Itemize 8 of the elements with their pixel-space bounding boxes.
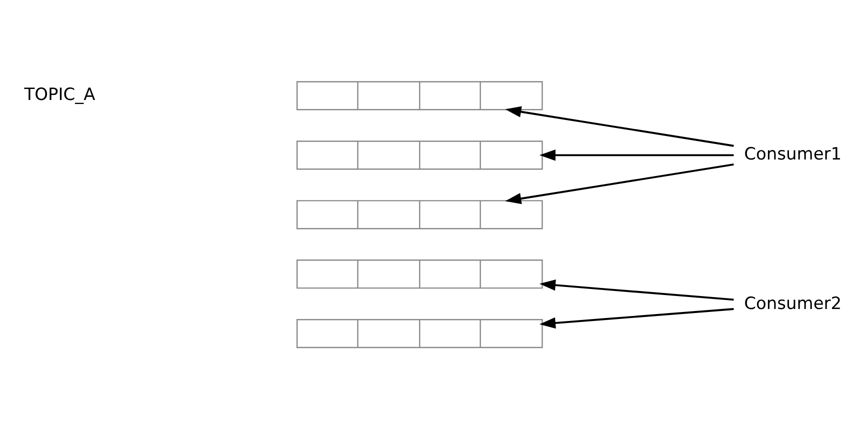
- node-text: Consumer2: [744, 294, 842, 314]
- arrow: [538, 308, 734, 329]
- arrow: [538, 150, 734, 161]
- node-text: Consumer1: [744, 144, 842, 165]
- arrow: [504, 106, 734, 147]
- label: TOPIC_A: [24, 85, 95, 106]
- arrow: [538, 280, 734, 301]
- arrow: [504, 164, 734, 204]
